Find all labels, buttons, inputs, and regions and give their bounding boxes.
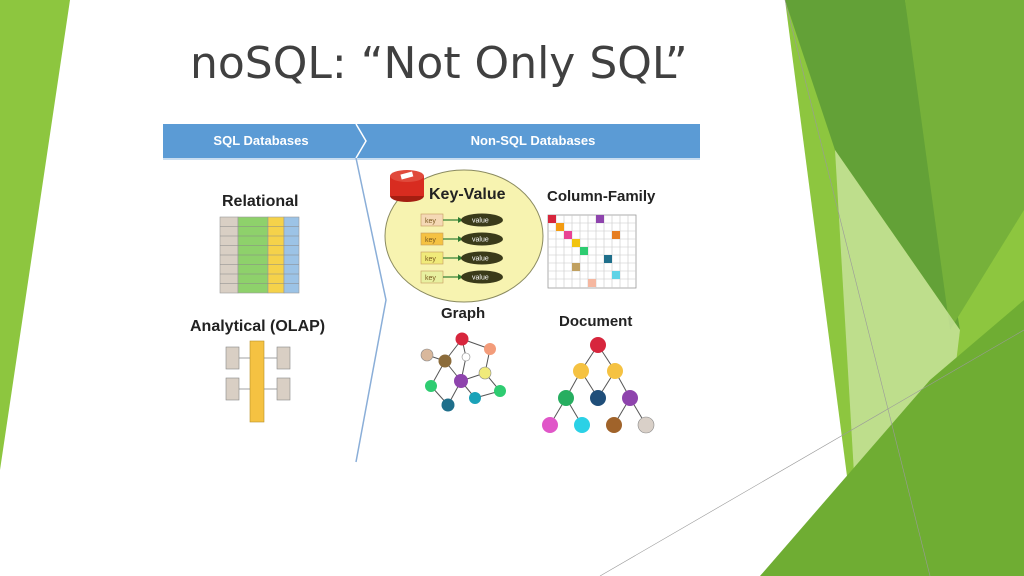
panel-separator	[355, 157, 387, 463]
keyvalue-rows	[420, 213, 503, 284]
columnfamily-label: Column-Family	[547, 188, 656, 205]
value-labels: value value value value	[472, 218, 489, 282]
deco-line	[784, 0, 931, 576]
graph-label: Graph	[441, 305, 486, 322]
document-label: Document	[559, 313, 633, 330]
diagram-header-bar	[163, 124, 700, 158]
columnfamily-grid	[547, 214, 637, 289]
olap-label: Analytical (OLAP)	[190, 318, 326, 335]
right-green-band-bottom	[760, 300, 1024, 576]
deco-line	[599, 329, 1024, 576]
document-tree-graphic	[542, 337, 655, 434]
sql-databases-header: SQL Databases	[213, 133, 309, 148]
relational-table-graphic	[219, 216, 300, 294]
key-text: key	[425, 237, 436, 244]
right-green-band-mid	[905, 0, 1024, 330]
key-labels: key key key key	[425, 218, 436, 282]
header-separator	[355, 123, 367, 159]
key-text: key	[425, 275, 436, 282]
nosql-databases-header: Non-SQL Databases	[470, 133, 596, 148]
left-green-band	[0, 0, 70, 470]
key-text: key	[425, 256, 436, 263]
header-underline	[163, 158, 700, 160]
redis-logo-icon	[390, 170, 424, 202]
value-text: value	[472, 218, 489, 225]
value-text: value	[472, 256, 489, 263]
slide-title: noSQL: “Not Only SQL”	[190, 38, 688, 89]
value-text: value	[472, 237, 489, 244]
graph-graphic	[420, 332, 506, 412]
value-text: value	[472, 275, 489, 282]
keyvalue-label: Key-Value	[429, 186, 506, 203]
key-text: key	[425, 218, 436, 225]
olap-graphic	[225, 340, 291, 423]
relational-label: Relational	[222, 193, 299, 210]
